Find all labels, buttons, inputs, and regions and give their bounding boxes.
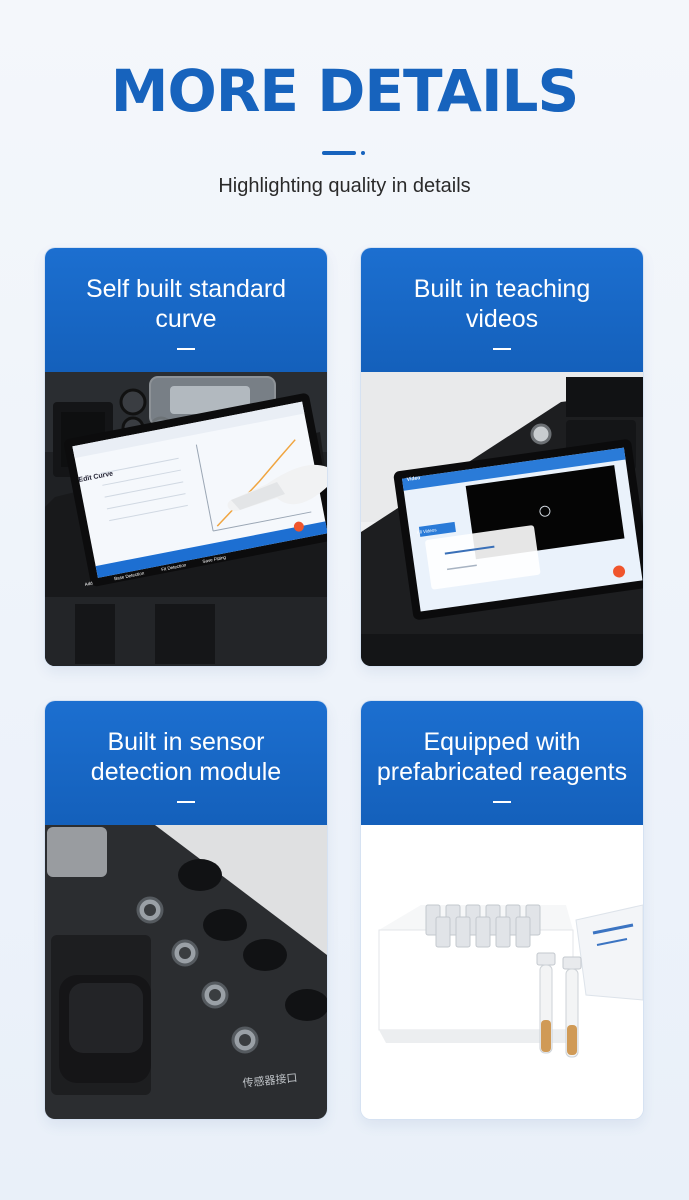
device-photo-sensor: 传感器接口 bbox=[45, 825, 327, 1119]
card-header: Built in teaching videos bbox=[361, 248, 643, 372]
card-sensor-module: Built in sensor detection module bbox=[45, 701, 327, 1119]
card-teaching-videos: Built in teaching videos bbox=[361, 248, 643, 666]
underline-bar bbox=[322, 151, 356, 155]
card-dash bbox=[493, 348, 511, 350]
card-title-line: videos bbox=[465, 305, 539, 333]
reagent-photo bbox=[361, 825, 643, 1119]
card-title: Built in sensor detection module bbox=[55, 727, 317, 787]
card-title: Self built standard curve bbox=[55, 274, 317, 334]
screen-list-title: All Videos bbox=[416, 527, 437, 535]
device-photo-video: Video All Videos bbox=[361, 372, 643, 666]
title-underline bbox=[322, 151, 370, 156]
card-dash bbox=[177, 801, 195, 803]
card-header: Self built standard curve bbox=[45, 248, 327, 372]
card-header: Equipped with prefabricated reagents bbox=[361, 701, 643, 825]
card-dash bbox=[177, 348, 195, 350]
device-photo-curve: Edit Curve Add Base Detection Fit Detect… bbox=[45, 372, 327, 666]
page-title: MORE DETAILS bbox=[110, 57, 580, 125]
card-standard-curve: Self built standard curve bbox=[45, 248, 327, 666]
card-title-line: curve bbox=[155, 305, 217, 333]
card-title: Built in teaching videos bbox=[371, 274, 633, 334]
page-subtitle: Highlighting quality in details bbox=[218, 175, 471, 197]
screen-tab-label: Base Detection bbox=[114, 570, 145, 581]
card-title-line: prefabricated reagents bbox=[376, 758, 628, 786]
card-title-line: Built in teaching bbox=[413, 275, 591, 303]
card-prefabricated-reagents: Equipped with prefabricated reagents bbox=[361, 701, 643, 1119]
screen-tab-label: Save Fitting bbox=[202, 555, 227, 565]
card-title-line: Built in sensor bbox=[107, 728, 265, 756]
sensor-panel-label: 传感器接口 bbox=[242, 1071, 298, 1090]
underline-dot bbox=[361, 151, 365, 155]
card-title-line: Equipped with bbox=[423, 728, 581, 756]
card-title: Equipped with prefabricated reagents bbox=[371, 727, 633, 787]
card-title-line: detection module bbox=[90, 758, 282, 786]
card-title-line: Self built standard bbox=[85, 275, 287, 303]
card-dash bbox=[493, 801, 511, 803]
screen-tab-label: Fit Detection bbox=[161, 562, 187, 572]
screen-tab-label: Add bbox=[84, 580, 93, 587]
screen-heading: Video bbox=[406, 475, 420, 483]
card-header: Built in sensor detection module bbox=[45, 701, 327, 825]
